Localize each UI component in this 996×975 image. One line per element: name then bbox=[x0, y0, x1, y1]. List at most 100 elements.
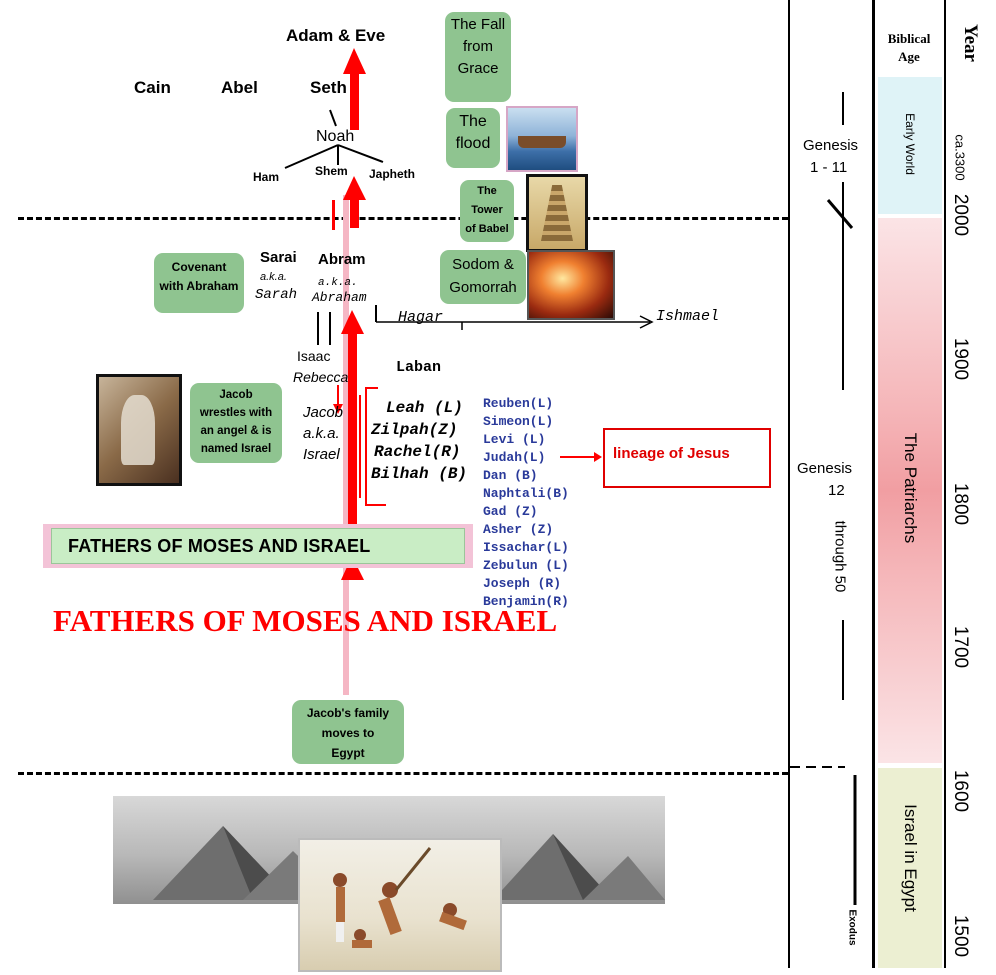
wrestles-line-3: an angel & is bbox=[200, 425, 272, 437]
year-1700: 1700 bbox=[950, 625, 971, 669]
pyramid-icon bbox=[153, 826, 665, 900]
band-egypt: Israel in Egypt bbox=[878, 768, 942, 968]
sarai: Sarai bbox=[260, 249, 297, 266]
rebecca: Rebecca bbox=[293, 369, 349, 385]
wife-leah: Leah (L) bbox=[386, 399, 463, 417]
age-header: Biblical Age bbox=[887, 31, 931, 64]
era-divider-1 bbox=[18, 217, 788, 220]
shem: Shem bbox=[315, 164, 348, 178]
abram-aka: a.k.a. bbox=[318, 277, 358, 289]
wife-rachel: Rachel(R) bbox=[374, 443, 461, 461]
era-divider-2 bbox=[18, 772, 788, 775]
event-jacob-wrestles: Jacob wrestles with an angel & is named … bbox=[190, 383, 282, 463]
abram: Abram bbox=[318, 251, 366, 268]
israel: Israel bbox=[303, 446, 340, 463]
cain: Cain bbox=[134, 78, 171, 97]
sodom-line-2: Gomorrah bbox=[449, 279, 517, 296]
son-gad: Gad (Z) bbox=[483, 504, 538, 519]
flood-picture bbox=[506, 106, 578, 172]
band-early-world-label: Early World bbox=[903, 113, 917, 175]
wrestles-line-2: wrestles with bbox=[199, 407, 273, 419]
year-1600: 1600 bbox=[950, 769, 971, 813]
fall-line-2: from bbox=[463, 38, 493, 55]
adam-eve: Adam & Eve bbox=[286, 26, 386, 45]
sodom-picture bbox=[527, 250, 615, 320]
timeline-mid-border bbox=[872, 0, 875, 968]
event-tower-of-babel: The Tower of Babel bbox=[460, 180, 514, 242]
banner-label: FATHERS OF MOSES AND ISRAEL bbox=[68, 536, 371, 556]
event-flood: The flood bbox=[446, 108, 500, 168]
jacob-wrestles-picture bbox=[96, 374, 182, 486]
tower-line-1: The bbox=[477, 185, 497, 197]
ishmael: Ishmael bbox=[656, 308, 720, 325]
son-zebulun: Zebulun (L) bbox=[483, 558, 569, 573]
egypt-line-1: Jacob's family bbox=[306, 706, 390, 720]
son-simeon: Simeon(L) bbox=[483, 414, 554, 429]
year-1900: 1900 bbox=[950, 337, 971, 381]
genesis-1-range: 1 - 11 bbox=[810, 159, 848, 176]
flood-line-2: flood bbox=[455, 135, 491, 152]
son-asher: Asher (Z) bbox=[483, 522, 554, 537]
event-sodom-gomorrah: Sodom & Gomorrah bbox=[440, 250, 526, 304]
covenant-line-1: Covenant bbox=[171, 260, 227, 274]
band-egypt-label: Israel in Egypt bbox=[901, 804, 920, 912]
japheth: Japheth bbox=[369, 167, 416, 181]
wife-bilhah: Bilhah (B) bbox=[371, 465, 468, 483]
laban: Laban bbox=[396, 359, 442, 376]
event-fall-from-grace: The Fall from Grace bbox=[445, 12, 511, 102]
genesis-1-title: Genesis bbox=[803, 137, 859, 154]
banner: FATHERS OF MOSES AND ISRAEL bbox=[43, 524, 473, 568]
son-joseph: Joseph (R) bbox=[483, 576, 562, 591]
sarah: Sarah bbox=[255, 287, 298, 303]
year-3300: ca.3300 bbox=[952, 134, 968, 181]
abel: Abel bbox=[221, 78, 258, 97]
timeline-right-border bbox=[944, 0, 946, 968]
noah: Noah bbox=[316, 128, 355, 145]
son-benjamin: Benjamin(R) bbox=[483, 594, 569, 609]
egypt-line-3: Egypt bbox=[331, 746, 365, 760]
lineage-box: lineage of Jesus bbox=[603, 428, 771, 488]
seth: Seth bbox=[310, 78, 347, 97]
covenant-line-2: with Abraham bbox=[159, 279, 239, 293]
jacob-aka: a.k.a. bbox=[303, 425, 340, 442]
year-1500: 1500 bbox=[950, 914, 971, 958]
hagar: Hagar bbox=[398, 309, 444, 326]
ham: Ham bbox=[253, 170, 280, 184]
son-dan: Dan (B) bbox=[483, 468, 538, 483]
year-2000: 2000 bbox=[950, 193, 971, 237]
isaac: Isaac bbox=[297, 348, 331, 364]
genesis-12-title: Genesis bbox=[797, 460, 853, 477]
timeline-left-border bbox=[788, 0, 790, 968]
band-early-world: Early World bbox=[878, 77, 942, 214]
jacob: Jacob bbox=[303, 404, 344, 421]
fall-line-1: The Fall bbox=[450, 16, 506, 33]
headline: FATHERS OF MOSES AND ISRAEL bbox=[53, 603, 558, 638]
son-levi: Levi (L) bbox=[483, 432, 546, 447]
event-covenant: Covenant with Abraham bbox=[154, 253, 244, 313]
lineage-label: lineage of Jesus bbox=[613, 445, 730, 462]
egypt-line-2: moves to bbox=[321, 726, 375, 740]
wife-zilpah: Zilpah(Z) bbox=[371, 421, 458, 439]
tower-line-2: Tower bbox=[471, 204, 503, 216]
flood-line-1: The bbox=[459, 113, 487, 130]
genesis-12-num: 12 bbox=[828, 482, 845, 499]
wrestles-line-4: named Israel bbox=[200, 443, 272, 455]
year-header: Year bbox=[960, 24, 981, 62]
wrestles-line-1: Jacob bbox=[219, 389, 253, 401]
year-1800: 1800 bbox=[950, 482, 971, 526]
slaves-picture bbox=[298, 838, 502, 972]
tower-line-3: of Babel bbox=[465, 223, 509, 235]
event-family-egypt: Jacob's family moves to Egypt bbox=[292, 700, 404, 764]
son-judah: Judah(L) bbox=[483, 450, 546, 465]
band-patriarchs: The Patriarchs bbox=[878, 218, 942, 763]
son-reuben: Reuben(L) bbox=[483, 396, 554, 411]
genesis-12-through: through 50 bbox=[831, 520, 849, 593]
son-issachar: Issachar(L) bbox=[483, 540, 569, 555]
son-naphtali: Naphtali(B) bbox=[483, 486, 569, 501]
exodus-label: Exodus bbox=[846, 909, 858, 946]
sodom-line-1: Sodom & bbox=[452, 256, 514, 273]
band-patriarchs-label: The Patriarchs bbox=[901, 432, 920, 544]
fall-line-3: Grace bbox=[457, 60, 499, 77]
sarai-aka: a.k.a. bbox=[260, 271, 287, 283]
